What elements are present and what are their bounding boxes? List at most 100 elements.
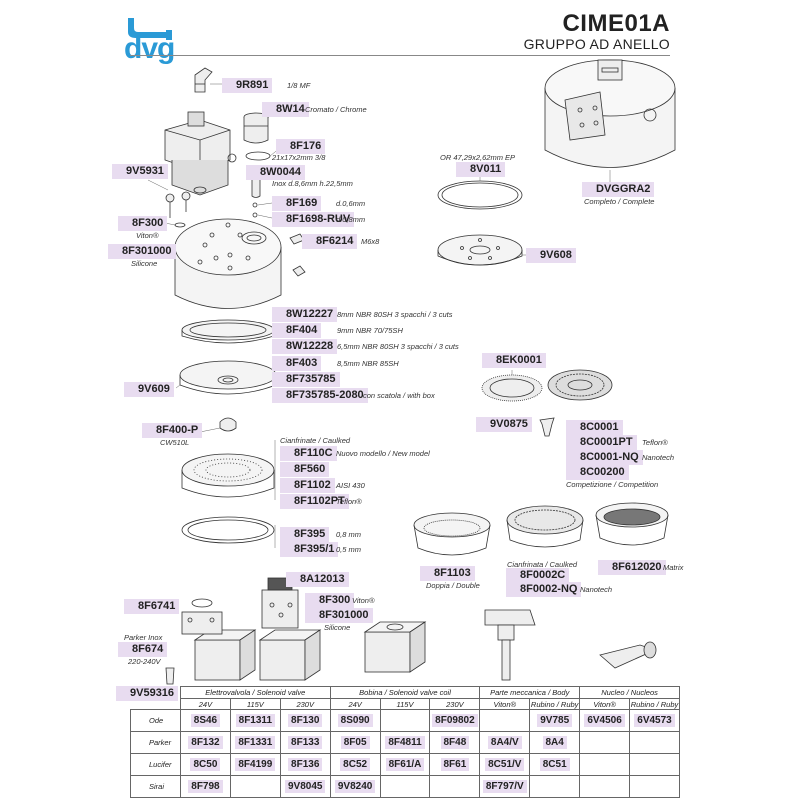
part-8F674[interactable]: 8F674: [118, 642, 168, 657]
filter-basket-matrix-drawing: [595, 502, 669, 546]
table-cell[interactable]: 6V4573: [634, 714, 675, 727]
row-label: Ode: [130, 709, 181, 732]
subheader: 230V: [429, 698, 481, 710]
table-cell-empty: [629, 731, 680, 754]
group-solenoid-valve: Elettrovalvola / Solenoid valve: [180, 686, 331, 699]
group-coil: Bobina / Solenoid valve coil: [329, 686, 481, 699]
part-8F169[interactable]: 8F169: [272, 196, 322, 211]
part-8F560[interactable]: 8F560: [280, 462, 330, 477]
table-cell[interactable]: 8F136: [288, 758, 323, 771]
table-cell[interactable]: 8F1331: [235, 736, 276, 749]
part-DVGGRA2[interactable]: DVGGRA2: [582, 182, 655, 197]
part-9V608[interactable]: 9V608: [526, 248, 576, 263]
part-8F110C[interactable]: 8F110C: [280, 446, 337, 461]
table-cell-empty: [429, 775, 481, 798]
part-8EK0001[interactable]: 8EK0001: [482, 353, 546, 368]
part-8A12013[interactable]: 8A12013: [286, 572, 349, 587]
part-8F0002-NQ[interactable]: 8F0002-NQ: [506, 582, 582, 597]
table-cell[interactable]: 9V8045: [284, 780, 326, 793]
part-8F395-1-desc: 0,5 mm: [336, 545, 362, 554]
subheader: 115V: [229, 698, 281, 710]
solenoid-ode-drawing: [181, 598, 257, 681]
part-9V5931[interactable]: 9V5931: [112, 164, 168, 179]
table-cell-empty: [579, 775, 631, 798]
part-9R891[interactable]: 9R891: [222, 78, 273, 93]
table-cell[interactable]: 8F4811: [385, 736, 425, 749]
part-8F1698-RUV-desc: d.0,8mm: [336, 215, 366, 224]
part-8C00200[interactable]: 8C00200: [566, 465, 629, 480]
table-cell[interactable]: 8F48: [440, 736, 470, 749]
table-cell[interactable]: 8C51: [539, 758, 570, 771]
table-cell[interactable]: 8A4/V: [487, 736, 522, 749]
table-cell[interactable]: 8F1311: [235, 714, 276, 727]
part-8F395-1[interactable]: 8F395/1: [280, 542, 339, 557]
table-cell[interactable]: 6V4506: [584, 714, 625, 727]
ring-small-drawing: [245, 151, 271, 161]
part-8F735785-2080-desc: con scatola / with box: [363, 391, 435, 400]
table-cell[interactable]: 8F61/A: [385, 758, 425, 771]
part-8F400-P[interactable]: 8F400-P: [142, 423, 203, 438]
part-8C0001-NQ[interactable]: 8C0001-NQ: [566, 450, 643, 465]
part-8F403[interactable]: 8F403: [272, 356, 322, 371]
table-cell-empty: [379, 709, 431, 732]
subheader: Viton®: [579, 698, 631, 710]
part-8F1102[interactable]: 8F1102: [280, 478, 335, 493]
table-cell[interactable]: 9V785: [537, 714, 573, 727]
part-8C0001[interactable]: 8C0001: [566, 420, 623, 435]
part-9V59316[interactable]: 9V59316: [116, 686, 179, 701]
part-8F404[interactable]: 8F404: [272, 323, 322, 338]
disc-drawing: [437, 234, 523, 266]
table-row: Sirai 8F798 9V8045 9V8240 8F797/V: [130, 775, 680, 798]
table-cell[interactable]: 8C51/V: [485, 758, 525, 771]
part-8F395[interactable]: 8F395: [280, 527, 330, 542]
part-8F301000-top[interactable]: 8F301000: [108, 244, 176, 259]
part-9V609[interactable]: 9V609: [124, 382, 174, 397]
part-8F674-desc: 220-240V: [128, 657, 161, 666]
table-cell[interactable]: 8A4: [542, 736, 567, 749]
table-cell[interactable]: 8F05: [340, 736, 370, 749]
part-8W12227[interactable]: 8W12227: [272, 307, 338, 322]
table-cell[interactable]: 8C52: [340, 758, 371, 771]
page-title: CIME01A: [562, 10, 670, 37]
table-cell[interactable]: 8F09802: [432, 714, 478, 727]
part-8F0002-NQ-desc: Nanotech: [580, 585, 613, 594]
part-9V0875[interactable]: 9V0875: [476, 417, 532, 432]
subheader: Viton®: [479, 698, 531, 710]
part-8W14[interactable]: 8W14: [262, 102, 309, 117]
part-8F612020[interactable]: 8F612020: [598, 560, 666, 575]
table-cell[interactable]: 9V8240: [334, 780, 376, 793]
part-8F735785-2080[interactable]: 8F735785-2080: [272, 388, 368, 403]
table-cell[interactable]: 8F4199: [235, 758, 276, 771]
table-row: Ode 8S46 8F1311 8F130 8S090 8F09802 9V78…: [130, 709, 680, 732]
part-8F395-desc: 0,8 mm: [336, 530, 362, 539]
part-8F176[interactable]: 8F176: [276, 139, 326, 154]
table-cell[interactable]: 8F133: [288, 736, 323, 749]
table-cell-empty: [529, 775, 581, 798]
part-8F735785[interactable]: 8F735785: [272, 372, 340, 387]
table-cell[interactable]: 8S090: [337, 714, 373, 727]
table-cell[interactable]: 8F130: [288, 714, 323, 727]
part-8F300-top[interactable]: 8F300: [118, 216, 168, 231]
part-8F6741[interactable]: 8F6741: [124, 599, 180, 614]
part-8F300-bottom[interactable]: 8F300: [305, 593, 355, 608]
part-8F6214[interactable]: 8F6214: [302, 234, 358, 249]
part-8F1698-RUV[interactable]: 8F1698-RUV: [272, 212, 355, 227]
part-8F1103[interactable]: 8F1103: [420, 566, 475, 581]
table-cell[interactable]: 8C50: [190, 758, 221, 771]
part-8C0001PT[interactable]: 8C0001PT: [566, 435, 637, 450]
part-8W0044[interactable]: 8W0044: [246, 165, 305, 180]
group-body: Parte meccanica / Body: [479, 686, 581, 699]
part-8F0002C[interactable]: 8F0002C: [506, 568, 570, 583]
caulked-basket-note: Cianfrinata / Caulked: [507, 560, 578, 569]
table-cell[interactable]: 8F798: [188, 780, 223, 793]
part-8F1102PT[interactable]: 8F1102PT: [280, 494, 349, 509]
table-cell[interactable]: 8F132: [188, 736, 223, 749]
table-cell[interactable]: 8F61: [440, 758, 470, 771]
part-8W12228[interactable]: 8W12228: [272, 339, 338, 354]
part-8F301000-bottom[interactable]: 8F301000: [305, 608, 373, 623]
part-8V011[interactable]: 8V011: [456, 162, 506, 177]
subheader: 24V: [329, 698, 381, 710]
table-cell[interactable]: 8S46: [190, 714, 221, 727]
table-cell[interactable]: 8F797/V: [482, 780, 527, 793]
